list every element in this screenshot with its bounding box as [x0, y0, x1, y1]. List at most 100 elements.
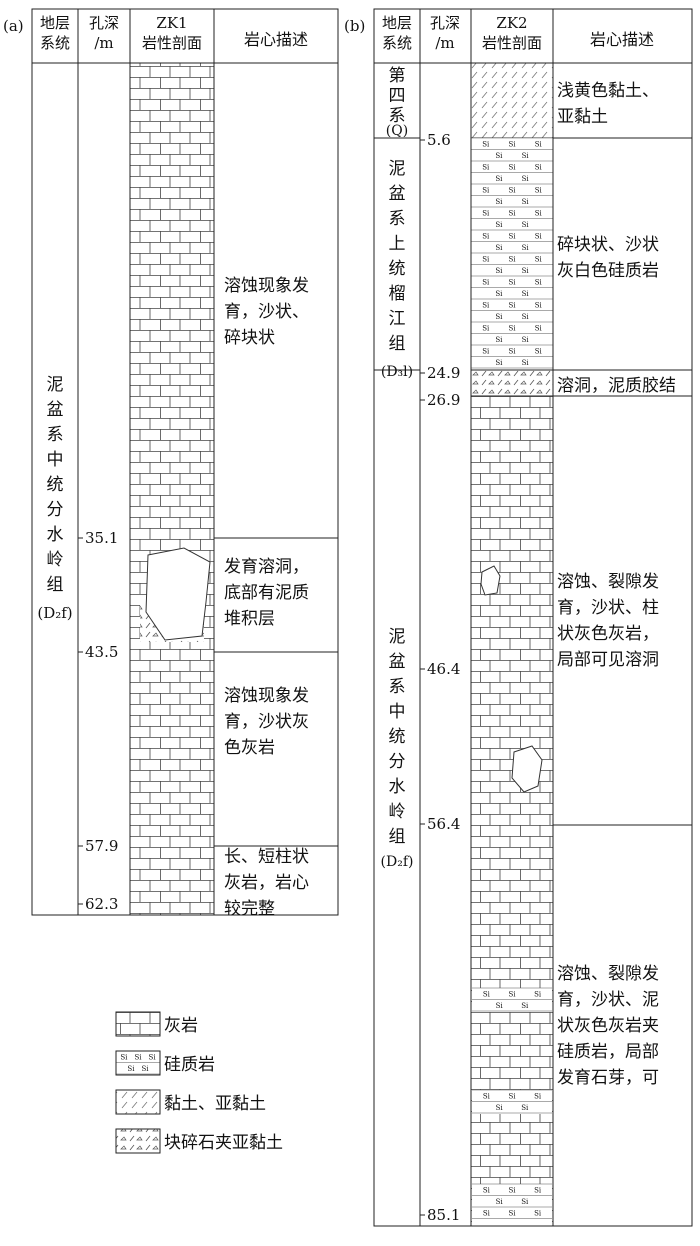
svg-text:Si: Si	[534, 1210, 542, 1218]
panel-b-formation-label-char: 组	[389, 334, 406, 354]
panel-b-description-text: 溶洞，泥质胶结	[557, 376, 676, 396]
svg-text:Si: Si	[495, 267, 503, 275]
panel-b-formation-label-char: 水	[389, 777, 406, 797]
svg-text:Si: Si	[482, 164, 490, 172]
svg-text:Si: Si	[522, 336, 530, 344]
panel-b-header-depth: 孔深	[430, 14, 460, 32]
svg-text:Si: Si	[483, 1093, 491, 1101]
svg-text:Si: Si	[495, 152, 503, 160]
panel-a-depth-tick: 43.5	[78, 643, 118, 661]
svg-text:Si: Si	[508, 991, 516, 999]
svg-text:Si: Si	[482, 279, 490, 287]
panel-b-depth-tick: 5.6	[420, 131, 451, 149]
svg-text:Si: Si	[134, 1054, 142, 1062]
svg-text:Si: Si	[535, 279, 543, 287]
svg-text:Si: Si	[483, 991, 491, 999]
svg-text:Si: Si	[508, 141, 516, 149]
panel-b-header-strata: 地层	[382, 14, 412, 32]
panel-b-formation-label-char: 系	[389, 677, 406, 697]
svg-text:Si: Si	[482, 187, 490, 195]
panel-b-karst-cave	[511, 745, 543, 793]
panel-b-depth-tick: 46.4	[420, 660, 460, 678]
panel-b-formation-label-char: 四	[389, 86, 406, 106]
panel-b-depth-tick: 24.9	[420, 364, 460, 382]
panel-a-formation-label-char: 岭	[47, 550, 64, 570]
svg-text:Si: Si	[534, 991, 542, 999]
panel-a-depth-tick: 62.3	[78, 895, 118, 913]
svg-text:Si: Si	[482, 256, 490, 264]
svg-text:Si: Si	[522, 313, 530, 321]
legend-item-rubble: 块碎石夹亚黏土	[115, 1128, 283, 1154]
panel-a-depth-tick: 57.9	[78, 837, 118, 855]
svg-text:Si: Si	[508, 348, 516, 356]
panel-b-depth-tick: 85.1	[420, 1206, 460, 1224]
panel-a-description-text: 底部有泥质	[224, 583, 309, 603]
panel-b-description-text: 灰白色硅质岩	[557, 261, 659, 281]
svg-text:Si: Si	[482, 210, 490, 218]
panel-a-frame	[31, 8, 339, 916]
svg-text:Si: Si	[534, 1093, 542, 1101]
svg-text:Si: Si	[522, 267, 530, 275]
panel-a-formation-label-char: 分	[47, 500, 64, 520]
svg-text:5.6: 5.6	[427, 131, 451, 149]
panel-b-formation-label-char: 统	[389, 259, 406, 279]
panel-a-formation-label-char: 泥	[47, 375, 64, 395]
svg-text:Si: Si	[495, 198, 503, 206]
panel-a-formation-label-char: 中	[47, 450, 64, 470]
panel-b-formation-label-char: 泥	[389, 627, 406, 647]
panel-a-description-text: 色灰岩	[224, 738, 275, 758]
panel-a-description-text: 灰岩，岩心	[224, 873, 309, 893]
svg-text:Si: Si	[482, 325, 490, 333]
svg-text:Si: Si	[521, 1002, 529, 1010]
panel-a-karst-cave	[145, 547, 211, 641]
svg-text:Si: Si	[508, 1187, 516, 1195]
legend-swatch-clay	[115, 1089, 161, 1115]
panel-b-description-text: 状灰色灰岩，	[557, 624, 659, 644]
panel-b-formation-label: 第四系	[389, 66, 406, 126]
svg-text:Si: Si	[495, 175, 503, 183]
svg-text:Si: Si	[142, 1065, 150, 1073]
panel-a-header-strata: 地层	[40, 14, 70, 32]
svg-text:Si: Si	[535, 210, 543, 218]
panel-a-header-depth: /m	[94, 34, 113, 52]
panel-a-label: (a)	[3, 17, 24, 35]
svg-text:Si: Si	[482, 348, 490, 356]
panel-a-description-text: 发育溶洞，	[224, 557, 309, 577]
panel-b-header-depth: /m	[435, 34, 454, 52]
svg-text:46.4: 46.4	[427, 660, 460, 678]
panel-b-formation-code: (Q)	[386, 123, 408, 139]
svg-text:Si: Si	[535, 141, 543, 149]
svg-text:Si: Si	[535, 164, 543, 172]
legend-item-clay: 黏土、亚黏土	[115, 1089, 266, 1115]
svg-text:Si: Si	[508, 164, 516, 172]
svg-text:24.9: 24.9	[427, 364, 460, 382]
panel-a-header-depth: 孔深	[89, 14, 119, 32]
legend-label: 块碎石夹亚黏土	[164, 1133, 283, 1153]
svg-text:Si: Si	[508, 325, 516, 333]
panel-b-header-strata: 系统	[382, 34, 412, 52]
svg-text:Si: Si	[496, 1002, 504, 1010]
svg-text:Si: Si	[508, 279, 516, 287]
panel-a-formation-label-char: 系	[47, 425, 64, 445]
legend-item-limestone: 灰岩	[115, 1011, 198, 1037]
panel-b-limestone-column	[470, 395, 554, 1227]
panel-b-description-text: 溶蚀、裂隙发	[557, 964, 659, 984]
svg-text:Si: Si	[522, 198, 530, 206]
svg-text:Si: Si	[495, 221, 503, 229]
panel-b-header-profile: ZK2	[496, 14, 527, 32]
svg-text:Si: Si	[482, 141, 490, 149]
svg-text:Si: Si	[508, 187, 516, 195]
panel-b-formation-label-char: 岭	[389, 802, 406, 822]
svg-text:Si: Si	[508, 302, 516, 310]
svg-text:Si: Si	[495, 336, 503, 344]
panel-b-formation-label-char: 盆	[389, 652, 406, 672]
panel-b-description-text: 育，沙状、泥	[557, 990, 659, 1010]
svg-text:Si: Si	[496, 1198, 504, 1206]
svg-text:Si: Si	[535, 348, 543, 356]
